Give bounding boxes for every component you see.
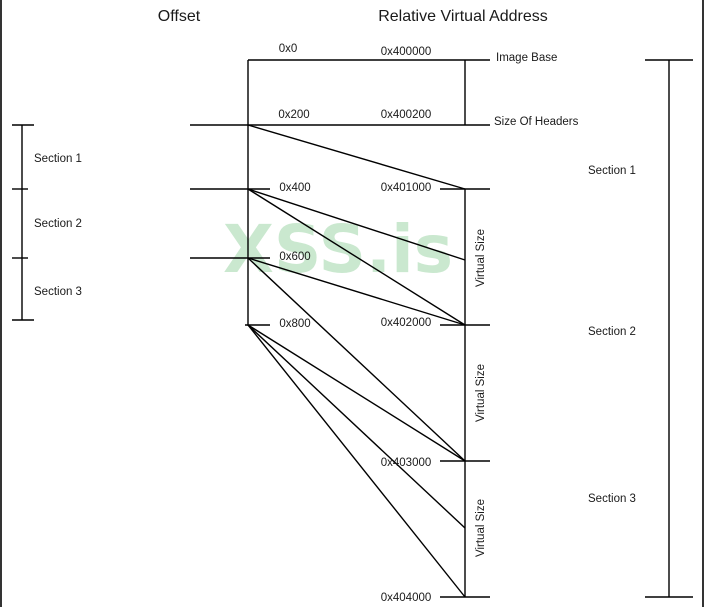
rva-label: 0x404000 xyxy=(381,592,432,604)
file-section-label: Section 1 xyxy=(34,153,82,165)
size-of-headers-label: Size Of Headers xyxy=(494,116,579,128)
rva-label: 0x401000 xyxy=(381,182,432,194)
memory-section-label: Section 2 xyxy=(588,326,636,338)
memory-section-label: Section 1 xyxy=(588,165,636,177)
watermark: XSS.is xyxy=(223,211,453,288)
rva-label: 0x403000 xyxy=(381,457,432,469)
rva-label: 0x400200 xyxy=(381,109,432,121)
image-base-label: Image Base xyxy=(496,52,557,64)
map-section2-virtual-end xyxy=(247,257,466,462)
map-section1-virtual-end xyxy=(247,188,466,326)
offset-header: Offset xyxy=(158,8,201,25)
map-section2-start xyxy=(247,257,466,326)
file-section-label: Section 2 xyxy=(34,218,82,230)
file-section-label: Section 3 xyxy=(34,286,82,298)
rva-label: 0x402000 xyxy=(381,317,432,329)
map-headers-end xyxy=(247,124,466,190)
map-section3-data-end xyxy=(247,324,466,529)
map-section1-data-end xyxy=(247,188,466,261)
rva-header: Relative Virtual Address xyxy=(378,8,548,25)
offset-label: 0x600 xyxy=(279,251,310,263)
offset-label: 0x400 xyxy=(279,182,310,194)
virtual-size-label: Virtual Size xyxy=(475,364,487,422)
rva-label: 0x400000 xyxy=(381,46,432,58)
map-section3-start xyxy=(247,324,466,462)
offset-label: 0x800 xyxy=(279,318,310,330)
virtual-size-label: Virtual Size xyxy=(475,229,487,287)
map-section3-virtual-end xyxy=(247,324,466,598)
offset-label: 0x200 xyxy=(278,109,309,121)
virtual-size-label: Virtual Size xyxy=(475,499,487,557)
offset-label: 0x0 xyxy=(279,43,298,55)
memory-section-label: Section 3 xyxy=(588,493,636,505)
